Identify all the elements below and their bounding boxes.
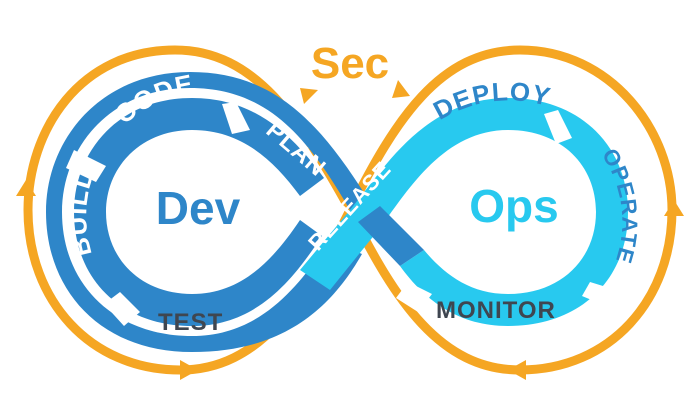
ring-arrow-icon	[392, 80, 410, 98]
ring-arrow-icon	[300, 88, 318, 104]
crossing-segment	[358, 206, 424, 266]
ops-band	[300, 98, 628, 326]
separator-icon	[544, 110, 572, 144]
dev-band	[46, 72, 366, 352]
ops-label: Ops	[469, 180, 558, 232]
separator-icon	[222, 102, 250, 134]
dev-label: Dev	[156, 182, 241, 234]
stage-label-test: TEST	[158, 309, 223, 336]
stage-separators	[66, 102, 616, 326]
ring-arrow-icon	[664, 200, 684, 216]
ring-arrow-icon	[180, 360, 198, 380]
ring-arrows	[16, 80, 684, 380]
stage-label-monitor: MONITOR	[436, 297, 556, 324]
separator-icon	[104, 292, 140, 326]
sec-label: Sec	[311, 39, 389, 88]
separator-icon	[66, 150, 106, 182]
separator-icon	[396, 282, 432, 312]
ring-arrow-icon	[16, 180, 36, 196]
separator-icon	[582, 282, 616, 306]
ring-arrow-icon	[508, 360, 526, 380]
